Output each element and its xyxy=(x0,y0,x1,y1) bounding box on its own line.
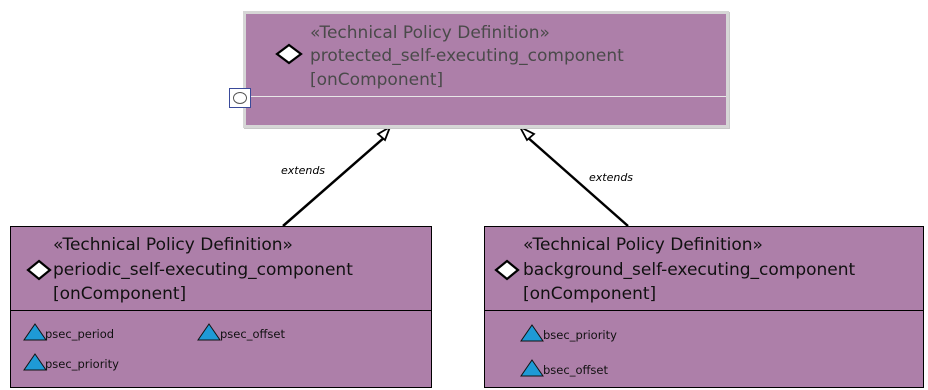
periodic-separator xyxy=(11,310,431,311)
background-separator xyxy=(485,310,923,311)
background-policy-box[interactable]: «Technical Policy Definition» background… xyxy=(484,226,924,388)
attribute-psec-offset[interactable]: psec_offset xyxy=(220,327,285,341)
parent-policy-box[interactable]: «Technical Policy Definition» protected_… xyxy=(243,11,729,128)
parent-stereotype: «Technical Policy Definition» xyxy=(310,23,550,43)
parent-separator xyxy=(246,96,726,97)
background-tag: [onComponent] xyxy=(523,284,657,304)
attribute-psec-period[interactable]: psec_period xyxy=(45,327,115,341)
attribute-triangle-icon xyxy=(197,323,221,341)
extends-arrowhead-left xyxy=(376,124,392,142)
attribute-bsec-priority[interactable]: bsec_priority xyxy=(543,328,617,342)
diamond-icon xyxy=(494,259,520,281)
periodic-name: periodic_self-executing_component xyxy=(53,260,353,280)
background-name: background_self-executing_component xyxy=(523,260,856,280)
attribute-triangle-icon xyxy=(23,353,47,371)
parent-name: protected_self-executing_component xyxy=(310,46,624,66)
background-stereotype: «Technical Policy Definition» xyxy=(523,235,763,255)
extends-arrowhead-right xyxy=(517,124,536,142)
parent-tag: [onComponent] xyxy=(310,70,444,90)
attribute-triangle-icon xyxy=(520,324,544,342)
attribute-triangle-icon xyxy=(23,323,47,341)
extends-line-right[interactable] xyxy=(525,135,629,227)
extends-label-left: extends xyxy=(281,164,326,177)
attribute-psec-priority[interactable]: psec_priority xyxy=(45,357,119,371)
periodic-tag: [onComponent] xyxy=(53,284,187,304)
diamond-icon xyxy=(275,43,303,65)
port-circle-icon[interactable] xyxy=(229,88,251,108)
diamond-icon xyxy=(26,259,52,281)
extends-line-left[interactable] xyxy=(282,135,387,227)
periodic-policy-box[interactable]: «Technical Policy Definition» periodic_s… xyxy=(10,226,432,388)
periodic-stereotype: «Technical Policy Definition» xyxy=(53,235,293,255)
extends-label-right: extends xyxy=(589,171,634,184)
attribute-bsec-offset[interactable]: bsec_offset xyxy=(543,363,608,377)
attribute-triangle-icon xyxy=(520,359,544,377)
